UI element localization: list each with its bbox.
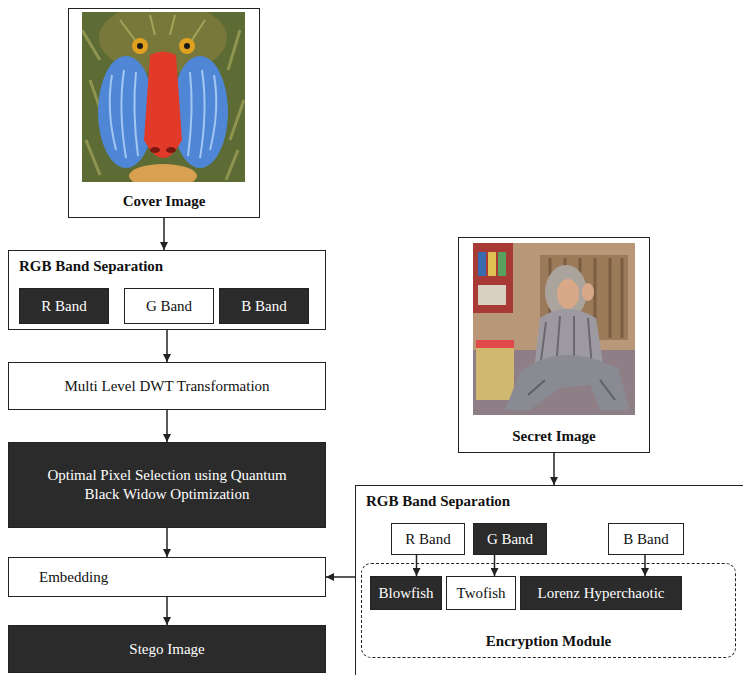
node-label: Optimal Pixel Selection using Quantum Bl…: [47, 466, 287, 504]
group-box: RGB Band Separation R Band G Band B BandEnc…: [355, 485, 743, 675]
flow-arrow: [553, 453, 555, 485]
flow-arrow: [326, 576, 355, 578]
flow-arrow: [416, 555, 418, 576]
node-label: Blowfish: [378, 584, 433, 603]
image-box: Secret Image: [458, 237, 650, 453]
band-box: B Band: [608, 523, 684, 555]
flow-arrow: [494, 555, 496, 576]
cipher-box: Blowfish: [370, 576, 442, 610]
band-box: R Band: [391, 523, 465, 555]
flow-arrow: [166, 330, 168, 362]
node-label: R Band: [41, 297, 86, 316]
node-label: G Band: [146, 297, 192, 316]
process-box: Optimal Pixel Selection using Quantum Bl…: [8, 442, 326, 528]
node-label: RGB Band Separation: [19, 257, 163, 276]
band-box: G Band: [473, 523, 547, 555]
flow-arrow: [166, 528, 168, 557]
node-label: Multi Level DWT Transformation: [64, 377, 269, 396]
node-label: B Band: [241, 297, 286, 316]
node-label: Lorenz Hyperchaotic: [537, 584, 664, 603]
cipher-box: Twofish: [446, 576, 516, 610]
output-box: Stego Image: [8, 625, 326, 673]
mandrill-picture: [82, 12, 245, 182]
woman-photo: [473, 243, 635, 415]
node-label: B Band: [623, 530, 668, 549]
flow-arrow: [163, 218, 165, 250]
process-box: Embedding: [8, 557, 326, 597]
group-box: RGB Band Separation R Band G Band B Band: [8, 250, 326, 330]
node-label: G Band: [487, 530, 533, 549]
flow-arrow: [166, 410, 168, 442]
node-label: Cover Image: [69, 192, 259, 211]
node-label: Secret Image: [459, 427, 649, 446]
node-label: Twofish: [457, 584, 506, 603]
band-box: B Band: [219, 288, 309, 324]
image-box: Cover Image: [68, 8, 260, 218]
module-region: Encryption Module Blowfish Twofish Lorenz H…: [361, 563, 736, 658]
band-box: R Band: [19, 288, 109, 324]
cipher-box: Lorenz Hyperchaotic: [520, 576, 682, 610]
node-label: Stego Image: [129, 640, 204, 659]
process-box: Multi Level DWT Transformation: [8, 362, 326, 410]
node-label: RGB Band Separation: [366, 492, 510, 511]
node-label: R Band: [405, 530, 450, 549]
node-label: Embedding: [39, 568, 108, 587]
flow-arrow: [166, 597, 168, 625]
flow-arrow: [644, 555, 646, 576]
band-box: G Band: [124, 288, 214, 324]
node-label: Encryption Module: [362, 632, 735, 651]
